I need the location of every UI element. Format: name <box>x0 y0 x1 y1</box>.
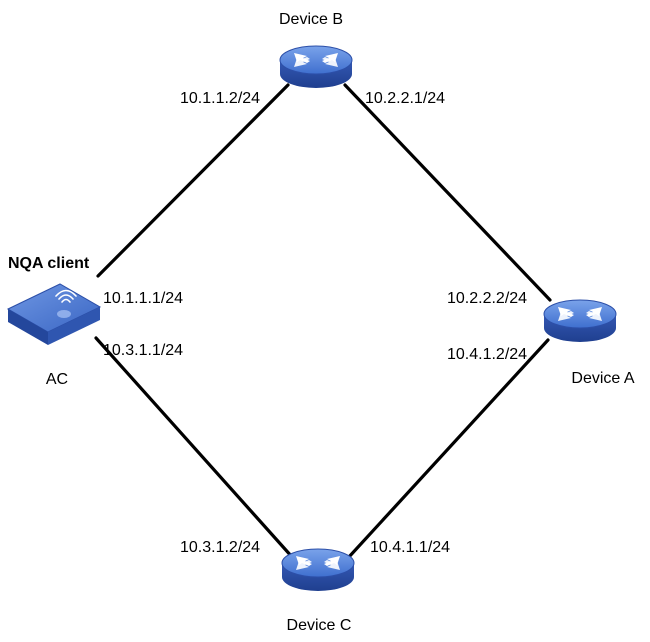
device-a-label: Device A <box>571 370 634 387</box>
ip-ac-to-b-label: 10.1.1.1/24 <box>103 290 183 307</box>
ip-c-to-ac-label: 10.3.1.2/24 <box>180 539 260 556</box>
link-ac-device-b <box>96 83 290 278</box>
ip-a-to-b-label: 10.2.2.2/24 <box>447 290 527 307</box>
ip-c-to-a-label: 10.4.1.1/24 <box>370 539 450 556</box>
device-b-label: Device B <box>279 11 343 28</box>
ip-b-to-ac-label: 10.1.1.2/24 <box>180 90 260 107</box>
device-b-router-icon[interactable] <box>279 45 353 89</box>
nqa-client-label: NQA client <box>8 255 90 272</box>
link-ac-device-c <box>94 336 295 560</box>
ac-label: AC <box>46 371 68 388</box>
ip-b-to-a-label: 10.2.2.1/24 <box>365 90 445 107</box>
link-device-b-device-a <box>343 83 552 302</box>
device-c-router-icon[interactable] <box>281 548 355 592</box>
ip-ac-to-c-label: 10.3.1.1/24 <box>103 342 183 359</box>
ip-a-to-c-label: 10.4.1.2/24 <box>447 346 527 363</box>
access-controller-icon[interactable] <box>0 283 102 345</box>
device-c-label: Device C <box>287 617 352 634</box>
link-device-c-device-a <box>346 338 550 560</box>
device-a-router-icon[interactable] <box>543 299 617 343</box>
